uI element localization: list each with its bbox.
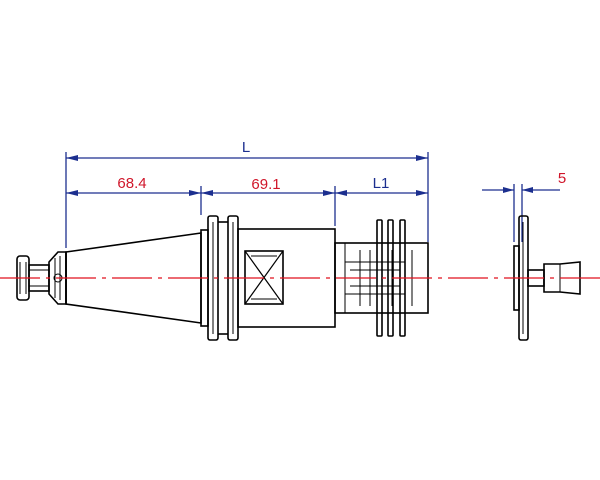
label-body: 69.1 [251, 176, 280, 193]
dimension-lines [65, 152, 560, 248]
nut-plate-1 [376, 219, 383, 337]
label-overall: L [242, 139, 250, 156]
label-collet: L1 [373, 175, 390, 192]
label-taper: 68.4 [117, 175, 146, 192]
label-thickness: 5 [558, 170, 566, 187]
